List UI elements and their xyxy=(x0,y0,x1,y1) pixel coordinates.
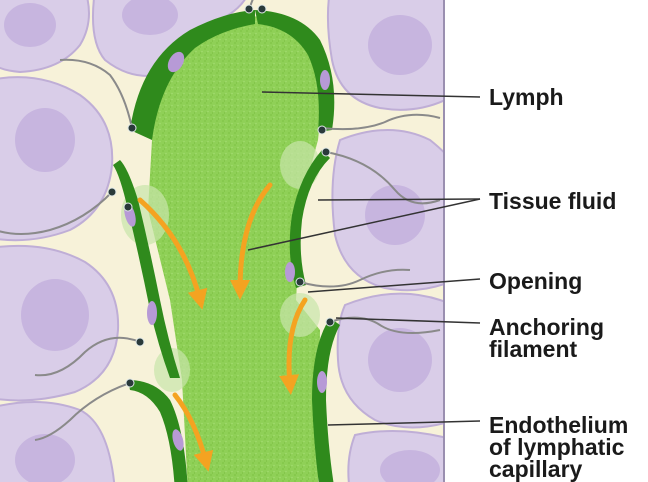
flow-arrows xyxy=(137,182,308,472)
lymph-lumen xyxy=(148,16,320,482)
cell-junctions xyxy=(107,4,335,388)
label-endothelium-line3: capillary xyxy=(489,456,583,482)
tissue-cells xyxy=(0,0,445,482)
label-anchoring-line1: Anchoring xyxy=(489,314,604,340)
label-endothelium-line2: of lymphatic xyxy=(489,434,625,460)
label-anchoring-filament: Anchoring filament xyxy=(489,314,604,362)
label-anchoring-line2: filament xyxy=(489,336,578,362)
label-endothelium-line1: Endothelium xyxy=(489,412,629,438)
anchoring-filaments xyxy=(0,0,441,441)
label-lymph: Lymph xyxy=(489,84,564,110)
leader-lines xyxy=(247,91,481,426)
label-endothelium: Endothelium of lymphatic capillary xyxy=(489,412,629,482)
label-opening: Opening xyxy=(489,268,583,294)
label-tissue-fluid: Tissue fluid xyxy=(489,188,617,214)
endothelial-cells xyxy=(113,10,340,482)
